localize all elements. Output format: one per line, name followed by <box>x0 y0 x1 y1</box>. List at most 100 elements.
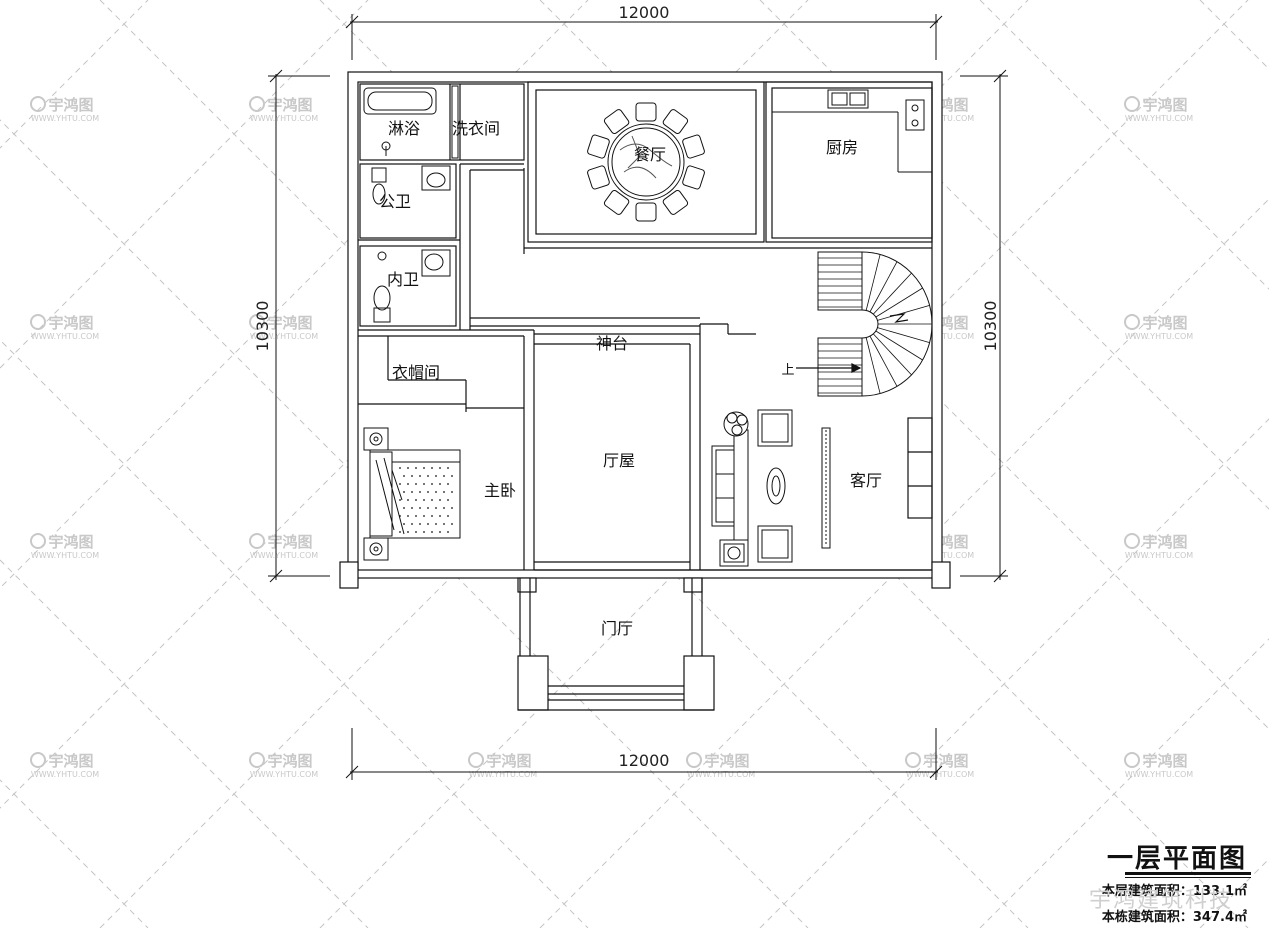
stair-tread <box>877 327 930 344</box>
quilt-dot <box>447 515 449 517</box>
quilt-dot <box>407 467 409 469</box>
quilt-dot <box>411 475 413 477</box>
dining-chair <box>635 202 657 222</box>
bed <box>363 427 461 561</box>
dimension-bottom <box>345 728 943 780</box>
watermark-url: WWW.YHTU.COM <box>1125 551 1193 560</box>
quilt-dot <box>403 523 405 525</box>
quilt-dot <box>443 475 445 477</box>
hatch-line <box>979 638 1269 928</box>
living-room-furniture <box>711 409 831 567</box>
quilt-dot <box>443 491 445 493</box>
dining-chair <box>682 165 705 190</box>
quilt-dot <box>423 483 425 485</box>
room-label-master-bedroom: 主卧 <box>484 481 516 500</box>
title-underline-thin <box>1125 877 1251 878</box>
quilt-dot <box>399 499 401 501</box>
quilt-dot <box>451 507 453 509</box>
watermark-brand: 宇鸿图 <box>48 96 93 114</box>
hatch-line <box>0 559 369 928</box>
fixtures <box>363 85 932 323</box>
quilt-dot <box>419 507 421 509</box>
dining-chair <box>662 109 689 135</box>
quilt-dot <box>435 523 437 525</box>
room-label-laundry: 洗衣间 <box>452 119 500 138</box>
quilt-dot <box>415 515 417 517</box>
walls <box>339 71 951 711</box>
quilt-dot <box>447 483 449 485</box>
hatch-line <box>0 339 589 928</box>
quilt-dot <box>407 515 409 517</box>
dining-chair <box>587 134 610 159</box>
quilt-dot <box>447 499 449 501</box>
title-block: 一层平面图 本层建筑面积：133.1㎡ 宇鸿建筑科技 本栋建筑面积：347.4㎡ <box>997 838 1257 925</box>
quilt-dot <box>427 491 429 493</box>
room-label-shrine: 神台 <box>596 334 628 353</box>
dining-chair <box>635 102 657 122</box>
quilt-dot <box>419 475 421 477</box>
watermark-brand: 宇鸿图 <box>1142 314 1187 332</box>
dim-top-label: 12000 <box>619 3 670 22</box>
floor-area-text: 本层建筑面积：133.1㎡ <box>1101 884 1247 899</box>
quilt-dot <box>415 467 417 469</box>
quilt-dot <box>423 515 425 517</box>
quilt-dot <box>447 467 449 469</box>
hatch-line <box>0 0 369 369</box>
watermark-url: WWW.YHTU.COM <box>469 770 537 779</box>
quilt-dot <box>443 507 445 509</box>
watermark-url: WWW.YHTU.COM <box>687 770 755 779</box>
title-underline <box>1125 872 1251 875</box>
room-labels: 淋浴 洗衣间 餐厅 厨房 公卫 内卫 神台 衣帽间 主卧 厅屋 客厅 门厅 上 <box>379 119 882 638</box>
quilt-dot <box>403 507 405 509</box>
drawing-title: 一层平面图 <box>1106 844 1247 874</box>
watermark-url: WWW.YHTU.COM <box>250 551 318 560</box>
quilt-dot <box>451 491 453 493</box>
quilt-dot <box>427 507 429 509</box>
hatch-line <box>1199 858 1269 928</box>
stair-tread <box>875 330 923 361</box>
dining-chair <box>662 189 689 215</box>
watermark-url: WWW.YHTU.COM <box>1125 770 1193 779</box>
stair-tread <box>875 287 923 318</box>
dining-chair <box>587 165 610 190</box>
quilt-dot <box>443 523 445 525</box>
hatch-line <box>0 119 809 928</box>
hatch-line <box>319 0 1249 928</box>
stair-tread <box>869 261 898 313</box>
stair-tread <box>865 254 881 311</box>
watermark-url: WWW.YHTU.COM <box>250 332 318 341</box>
quilt-dot <box>411 507 413 509</box>
watermark-brand: 宇鸿图 <box>1142 96 1187 114</box>
quilt-dot <box>407 499 409 501</box>
watermark-url: WWW.YHTU.COM <box>31 332 99 341</box>
watermark-brand: 宇鸿图 <box>923 752 968 770</box>
quilt-dot <box>415 483 417 485</box>
quilt-dot <box>399 515 401 517</box>
quilt-dot <box>419 491 421 493</box>
watermark-url: WWW.YHTU.COM <box>250 770 318 779</box>
dining-chair <box>603 189 630 215</box>
hatch-line <box>0 779 149 928</box>
quilt-dot <box>399 467 401 469</box>
quilt-dot <box>431 467 433 469</box>
watermark-url: WWW.YHTU.COM <box>31 770 99 779</box>
brand-overlay-text: 宇鸿建筑科技 <box>1088 888 1233 913</box>
watermark-url: WWW.YHTU.COM <box>31 114 99 123</box>
dimension-top <box>345 14 943 60</box>
watermark-url: WWW.YHTU.COM <box>1125 332 1193 341</box>
quilt-dot <box>407 531 409 533</box>
stair-tread <box>877 304 930 321</box>
watermark-brand: 宇鸿图 <box>48 533 93 551</box>
dim-bottom-label: 12000 <box>619 751 670 770</box>
quilt-dot <box>435 491 437 493</box>
bed-quilt-pattern <box>399 467 453 533</box>
quilt-dot <box>407 483 409 485</box>
